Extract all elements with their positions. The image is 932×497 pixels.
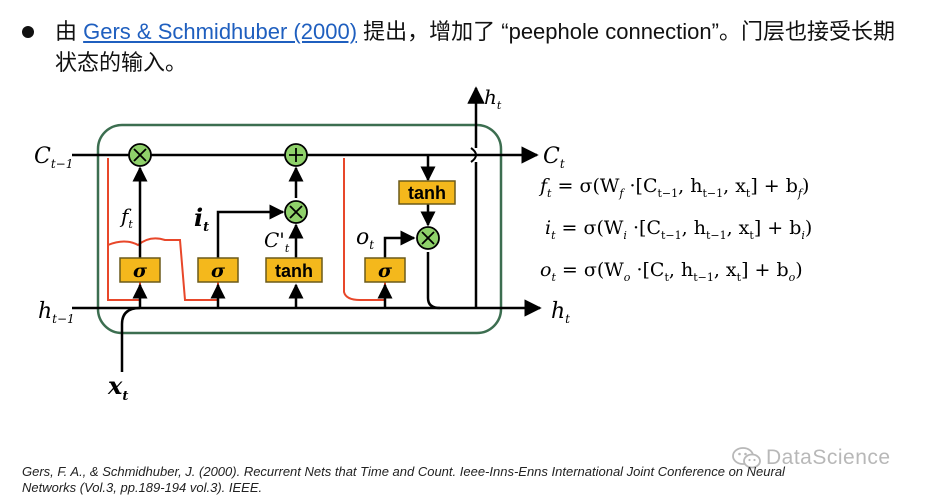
forget-sigma-block: σ: [119, 257, 161, 283]
h-prev-label: ht−1: [38, 299, 75, 326]
reference-link[interactable]: Gers & Schmidhuber (2000): [83, 19, 358, 44]
peephole-output-line: [343, 158, 386, 301]
output-tanh-block: tanh: [398, 180, 456, 205]
watermark-text: DataScience: [766, 446, 891, 469]
add-icon: [289, 148, 303, 162]
output-tanh-label: tanh: [408, 183, 446, 203]
multiply-icon: [289, 205, 303, 219]
forget-equation: ft = σ(Wf ·[Ct−1, ht−1, xt] + bf): [538, 175, 809, 200]
citation: Gers, F. A., & Schmidhuber, J. (2000). R…: [22, 464, 785, 495]
input-equation: it = σ(Wi ·[Ct−1, ht−1, xt] + bi): [545, 217, 812, 242]
x-input-label: xt: [107, 371, 128, 404]
output-equation: ot = σ(Wo ·[Ct, ht−1, xt] + bo): [540, 259, 803, 284]
cell-add-operator: [284, 143, 308, 167]
wechat-icon: [732, 447, 761, 469]
i-gate-label: it: [194, 203, 209, 235]
bullet-prefix: 由: [55, 19, 84, 44]
multiply-icon: [133, 148, 147, 162]
input-multiply-operator: [284, 200, 308, 224]
candidate-tanh-label: tanh: [275, 261, 313, 281]
h-top-label: ht: [484, 85, 502, 112]
candidate-tanh-block: tanh: [265, 257, 323, 283]
input-sigma-label: σ: [211, 260, 226, 282]
watermark: DataScience: [732, 446, 891, 470]
output-mult-to-h-line: [426, 252, 441, 310]
output-sigma-label: σ: [378, 260, 393, 282]
h-out-label: ht: [551, 299, 570, 326]
input-flow-line: [120, 306, 141, 372]
bullet-dot-icon: [22, 26, 34, 38]
output-multiply-operator: [416, 226, 440, 250]
f-gate-label: ft: [119, 204, 133, 231]
output-to-mult-arrow: [383, 230, 416, 258]
c-out-label: Ct: [543, 144, 565, 171]
forget-multiply-operator: [128, 143, 152, 167]
input-to-mult-arrow: [216, 204, 285, 258]
multiply-icon: [421, 231, 435, 245]
c-candidate-label: C't: [264, 228, 290, 255]
output-sigma-block: σ: [364, 257, 406, 283]
c-prev-label: Ct−1: [34, 144, 73, 171]
line-hop: [470, 147, 477, 163]
o-gate-label: ot: [356, 225, 374, 252]
input-sigma-block: σ: [197, 257, 239, 283]
forget-sigma-label: σ: [133, 260, 148, 282]
bullet-text: 由 Gers & Schmidhuber (2000) 提出，增加了 “peep…: [55, 16, 895, 78]
bullet-text-after-link: 提出，增加了 “peephole connection”。门层也接受长期状态的输…: [55, 19, 895, 75]
cell-border: [96, 123, 503, 335]
